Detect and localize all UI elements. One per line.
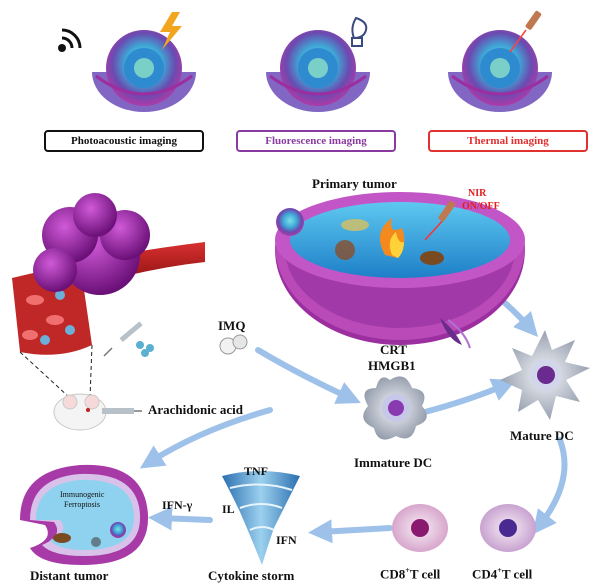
imq-label: IMQ	[218, 318, 246, 333]
lightning-icon	[160, 12, 182, 50]
hmgb1-label: HMGB1	[368, 358, 416, 373]
cd8-prefix: CD8	[380, 566, 406, 582]
photoacoustic-imaging-label: Photoacoustic imaging	[44, 130, 204, 152]
ifn-gamma-label: IFN-γ	[162, 498, 193, 512]
mature-dc-label: Mature DC	[510, 428, 574, 443]
crt-label: CRT	[380, 342, 407, 357]
il-label: IL	[222, 502, 235, 516]
cd4-plus: +	[497, 566, 502, 575]
primary-tumor-label: Primary tumor	[312, 176, 397, 191]
mouse-illustration	[53, 393, 142, 431]
ferroptosis-label: Ferroptosis	[64, 500, 100, 509]
ifn-label: IFN	[276, 533, 297, 547]
cd8-plus: +	[405, 566, 410, 575]
primary-tumor-illustration	[275, 192, 525, 349]
distant-tumor-illustration	[20, 464, 149, 565]
syringe-icon	[103, 321, 154, 357]
light-bulb-icon	[351, 16, 368, 47]
tumor-vessel-illustration	[12, 193, 205, 399]
immunogenic-label: Immunogenic	[60, 490, 105, 499]
nanoparticle-photoacoustic	[92, 30, 196, 112]
cd8-t-cell	[392, 504, 448, 552]
imq-molecule-icon	[219, 334, 248, 355]
thermal-imaging-label: Thermal imaging	[428, 130, 588, 152]
nanoparticle-thermal	[448, 30, 552, 112]
distant-tumor-label: Distant tumor	[30, 568, 109, 583]
cd4-prefix: CD4	[472, 566, 498, 582]
cd4-suffix: T cell	[501, 566, 533, 582]
nanoparticle-fluorescence	[266, 30, 370, 112]
cd8-suffix: T cell	[409, 566, 441, 582]
cd4-t-cell-label: CD4+T cell	[472, 566, 532, 582]
immature-dc-label: Immature DC	[354, 455, 433, 470]
cd4-t-cell	[480, 504, 536, 552]
nir-label: NIR	[468, 188, 487, 199]
photoacoustic-signal-icon	[58, 28, 82, 52]
cytokine-storm-tornado	[222, 471, 300, 565]
mature-dc-cell	[500, 330, 590, 420]
cd8-t-cell-label: CD8+T cell	[380, 566, 440, 582]
immature-dc-cell	[363, 376, 427, 440]
laser-pointer-icon	[509, 10, 542, 53]
fluorescence-imaging-label: Fluorescence imaging	[236, 130, 396, 152]
cytokine-storm-label: Cytokine storm	[208, 568, 295, 583]
arachidonic-acid-label: Arachidonic acid	[148, 402, 243, 417]
tnf-label: TNF	[244, 464, 268, 478]
nir-onoff-label: ON/OFF	[462, 201, 500, 212]
